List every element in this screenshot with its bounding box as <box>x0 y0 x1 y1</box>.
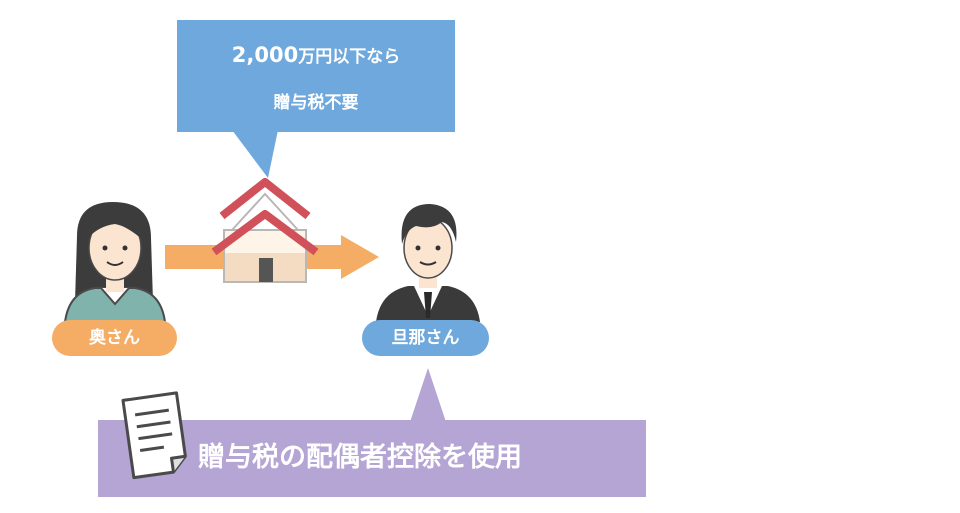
wife-label: 奥さん <box>52 320 177 356</box>
callout-amount: 2,000 <box>231 43 299 67</box>
husband-label: 旦那さん <box>362 320 489 356</box>
callout-top-line2: 贈与税不要 <box>273 93 359 113</box>
deduction-banner <box>98 420 646 497</box>
document-icon <box>121 391 187 480</box>
callout-top-pointer <box>232 130 278 178</box>
callout-top-line1: 2,000万円以下なら <box>177 42 455 67</box>
callout-gift-tax-free: 2,000万円以下なら 贈与税不要 <box>177 20 455 132</box>
callout-unit: 万円以下なら <box>298 47 401 67</box>
banner-text: 贈与税の配偶者控除を使用 <box>198 442 522 473</box>
wife-avatar-icon <box>63 202 167 322</box>
husband-avatar-icon <box>376 204 480 322</box>
house-icon <box>211 178 319 283</box>
banner-pointer <box>410 368 446 422</box>
